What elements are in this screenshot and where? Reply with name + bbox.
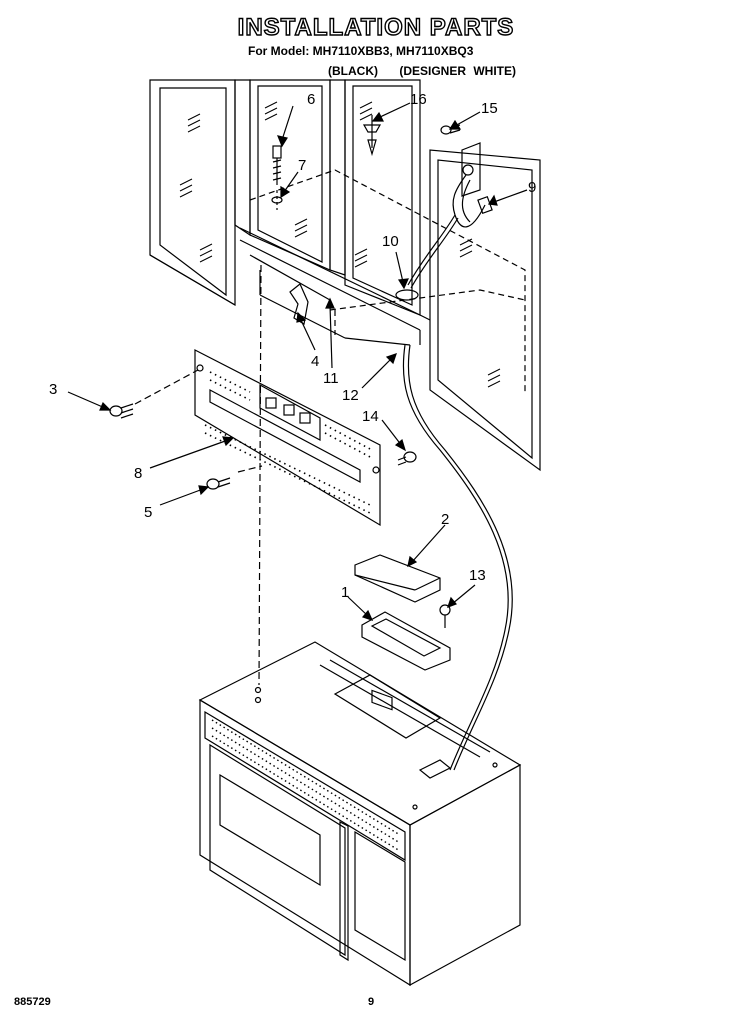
callout-11: 11	[323, 370, 339, 387]
callout-4: 4	[311, 353, 319, 370]
callout-14: 14	[362, 408, 379, 425]
grommet-10	[395, 289, 419, 301]
power-cord	[402, 214, 513, 771]
callout-3: 3	[49, 381, 57, 398]
model-numbers: For Model: MH7110XBB3, MH7110XBQ3	[248, 44, 474, 58]
microwave-oven	[198, 641, 522, 987]
callout-10: 10	[382, 233, 399, 250]
callout-13: 13	[469, 567, 486, 584]
callout-6: 6	[307, 91, 315, 108]
screw-6	[272, 145, 282, 185]
callout-5: 5	[144, 504, 152, 521]
callout-1: 1	[341, 584, 349, 601]
callout-12: 12	[342, 387, 359, 404]
mounting-plate-8	[194, 349, 381, 527]
exhaust-adapter-1	[361, 611, 451, 671]
color-variants: (BLACK) (DESIGNER WHITE)	[328, 64, 530, 78]
page-number: 9	[368, 996, 375, 1008]
document-number: 885729	[14, 996, 51, 1008]
callout-9: 9	[528, 179, 536, 196]
screw-5	[206, 477, 231, 490]
support-bracket-4	[289, 283, 309, 325]
callout-8: 8	[134, 465, 142, 482]
callout-2: 2	[441, 511, 449, 528]
callout-16: 16	[410, 91, 427, 108]
callout-labels: 1 2 3 4 5 6 7 8 9 10 11 12 13 14 15 16	[49, 91, 536, 601]
color-white-label: (DESIGNER WHITE)	[399, 64, 517, 78]
leader-lines	[67, 102, 528, 621]
callout-15: 15	[481, 100, 498, 117]
power-outlet	[452, 142, 486, 228]
screw-14	[397, 451, 417, 466]
screw-13	[439, 604, 451, 628]
color-black-label: (BLACK)	[328, 64, 378, 78]
screw-3	[109, 403, 134, 419]
toggle-bolt-16	[362, 115, 382, 157]
damper-2	[354, 554, 441, 603]
upper-cabinet	[149, 79, 541, 472]
diagram-title: INSTALLATION PARTS	[237, 13, 515, 41]
callout-7: 7	[298, 157, 306, 174]
